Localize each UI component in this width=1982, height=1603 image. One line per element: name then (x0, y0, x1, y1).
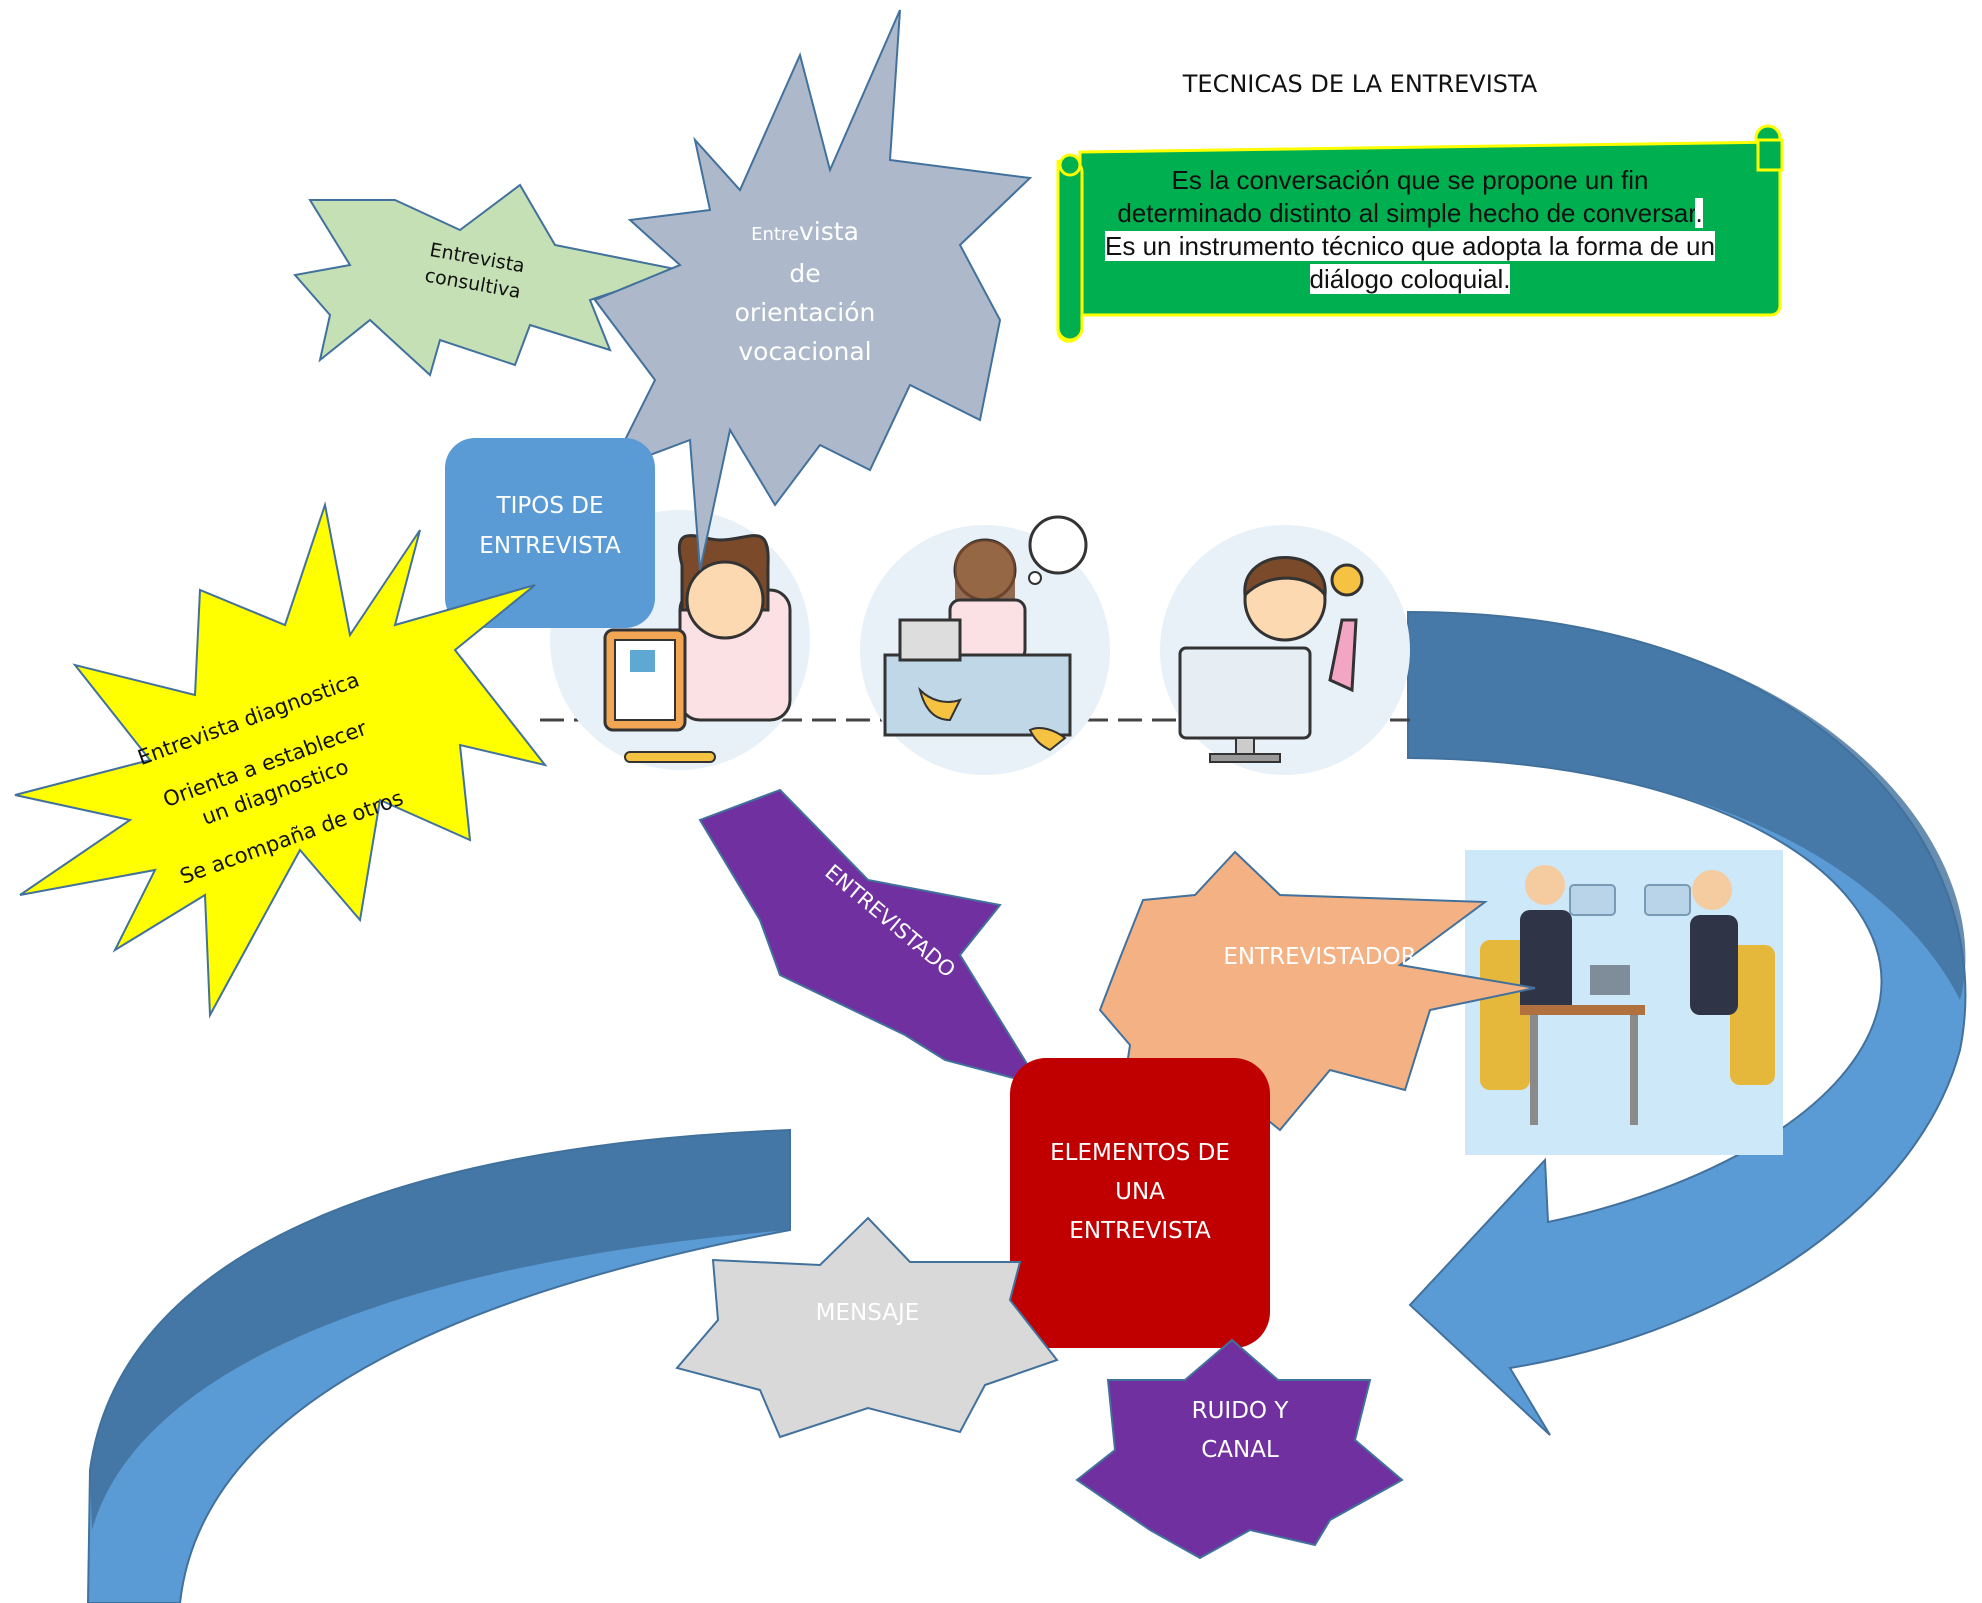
vocacional-starburst (593, 9, 1033, 571)
types-hub-box (445, 438, 655, 628)
diagnostica-starburst (14, 501, 548, 1019)
types-hub-line-2: ENTREVISTA (479, 533, 621, 559)
mensaje-star (675, 1216, 1059, 1439)
office-interview-illustration (1465, 850, 1783, 1155)
vocacional-line-4: vocacional (738, 337, 872, 366)
vocacional-line-2: de (789, 259, 821, 288)
woman-at-desk-illustration (860, 515, 1110, 775)
definition-part-1: Es la conversación que se propone un fin… (1117, 165, 1696, 228)
elements-hub-box (1010, 1058, 1270, 1348)
mensaje-label: MENSAJE (815, 1300, 920, 1326)
elements-hub-line-1: ELEMENTOS DE (1050, 1140, 1230, 1166)
types-hub-line-1: TIPOS DE (496, 493, 604, 519)
ruido-canal-star (1075, 1338, 1404, 1560)
elements-hub-label: ELEMENTOS DE UNA ENTREVISTA (1020, 1134, 1260, 1251)
elements-hub-line-3: ENTREVISTA (1069, 1218, 1211, 1244)
vocacional-line-3: orientación (734, 298, 876, 327)
interview-illustrations (540, 510, 1410, 775)
entrevistador-label: ENTREVISTADOR (1223, 944, 1417, 970)
elements-hub-line-2: UNA (1115, 1179, 1165, 1205)
types-hub-label: TIPOS DE ENTREVISTA (455, 486, 645, 566)
vocacional-first: vista (799, 217, 859, 246)
woman-with-idea-illustration (1160, 525, 1410, 775)
consultiva-starburst (293, 183, 684, 377)
definition-text: Es la conversación que se propone un fin… (1100, 164, 1720, 296)
vocacional-label: Entrevista de orientación vocacional (700, 212, 910, 371)
left-curved-arrow (86, 1128, 791, 1603)
right-curved-arrow (1407, 610, 1967, 1436)
vocacional-prefix: Entre (751, 224, 800, 245)
ruido-line-1: RUIDO Y (1191, 1398, 1289, 1424)
page-title: TECNICAS DE LA ENTREVISTA (1182, 70, 1538, 98)
entrevistado-shape (698, 788, 1043, 1087)
definition-scroll (1056, 124, 1784, 343)
ruido-canal-label: RUIDO Y CANAL (1140, 1392, 1340, 1470)
ruido-line-2: CANAL (1201, 1437, 1279, 1463)
